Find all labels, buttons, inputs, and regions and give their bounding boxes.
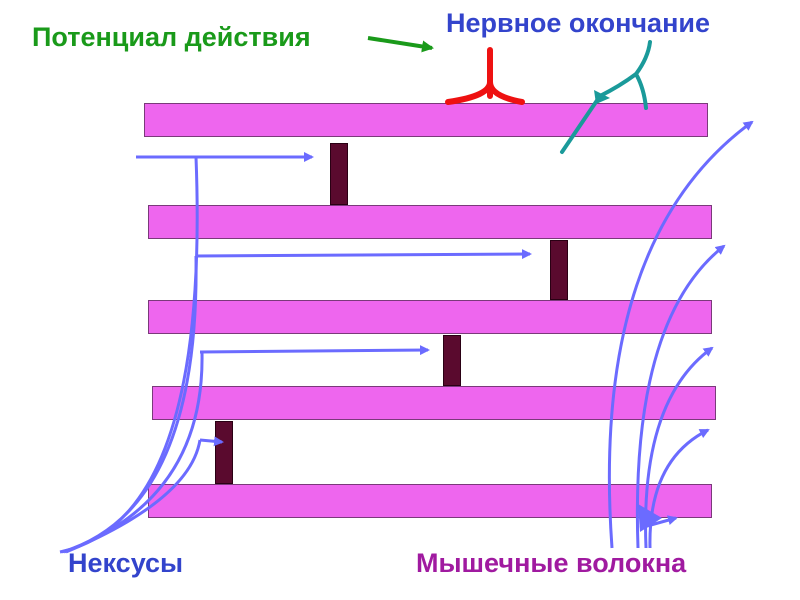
muscle-arrow-base [638, 504, 662, 532]
muscle-fiber-3 [148, 300, 712, 334]
nexus-curve-1 [59, 156, 199, 554]
muscle-curve-4 [648, 428, 710, 549]
action-potential-label: Потенциал действия [32, 22, 311, 52]
nerve-ending-label: Нервное окончание [446, 8, 710, 38]
muscle-fiber-4 [152, 386, 716, 420]
muscle-fiber-2 [148, 205, 712, 239]
nexus-curve-2 [61, 255, 198, 554]
nexuses-label: Нексусы [68, 548, 184, 578]
nerve-ending-teal [560, 40, 652, 154]
excitation-arrow-4 [199, 436, 224, 447]
excitation-arrow-2 [195, 249, 532, 260]
nexus-junction-2 [550, 240, 568, 300]
nexus-curve-4 [65, 439, 202, 554]
muscle-curve-1 [607, 120, 754, 549]
nexus-junction-1 [330, 143, 348, 205]
muscle-fibers-label: Мышечные волокна [416, 548, 687, 578]
muscle-fiber-5 [148, 484, 712, 518]
muscle-curve-2 [635, 244, 726, 549]
muscle-fiber-1 [144, 103, 708, 137]
action-potential-arrow [367, 36, 434, 53]
nerve-ending-red [445, 47, 525, 105]
nexus-curve-3 [63, 351, 204, 554]
nerve-ending-teal-tip [594, 90, 610, 104]
excitation-arrow-3 [199, 345, 430, 356]
nexus-junction-3 [443, 335, 461, 386]
